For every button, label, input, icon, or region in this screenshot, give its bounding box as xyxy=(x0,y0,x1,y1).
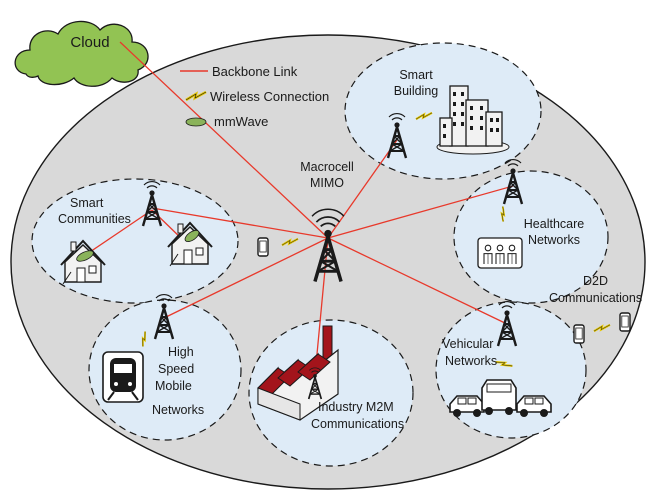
high-speed-label-2: Speed xyxy=(158,362,194,376)
backbone-links xyxy=(80,41,514,376)
cluster-smart-building xyxy=(344,42,542,180)
vehicular-label-2: Networks xyxy=(445,354,497,368)
cluster-healthcare xyxy=(453,170,609,304)
macrocell-label-line2: MIMO xyxy=(310,176,344,190)
smart-building-label-1: Smart xyxy=(399,68,433,82)
train-icon xyxy=(102,351,144,403)
smart-communities-label-1: Smart xyxy=(70,196,104,210)
legend-backbone-label: Backbone Link xyxy=(212,64,298,79)
high-speed-label-1: High xyxy=(168,345,194,359)
cloud-icon: Cloud xyxy=(14,20,149,87)
phone-icon xyxy=(619,312,631,332)
vehicular-label-1: Vehicular xyxy=(442,337,493,351)
legend: Backbone Link Wireless Connection mmWave xyxy=(180,64,329,129)
legend-mmwave-swatch xyxy=(185,117,207,127)
cloud-label: Cloud xyxy=(70,34,109,51)
building-icon xyxy=(436,85,510,155)
phone-icon xyxy=(257,237,269,257)
people-icon xyxy=(477,237,523,269)
cluster-high-speed xyxy=(88,299,242,441)
house-icon xyxy=(167,222,213,267)
phone-icon xyxy=(573,324,585,344)
d2d-label-1: D2D xyxy=(583,274,608,288)
industry-label-2: Communications xyxy=(311,417,404,431)
car-icon xyxy=(481,379,517,415)
macrocell-tower-icon xyxy=(311,208,345,284)
cluster-vehicular xyxy=(435,301,587,439)
house-icon xyxy=(60,240,106,285)
d2d-label-2: Communications xyxy=(549,291,642,305)
healthcare-label-2: Networks xyxy=(528,233,580,247)
legend-wireless-label: Wireless Connection xyxy=(210,89,329,104)
smart-communities-label-2: Communities xyxy=(58,212,131,226)
high-speed-label-4: Networks xyxy=(152,403,204,417)
high-speed-label-3: Mobile xyxy=(155,379,192,393)
macrocell-label-line1: Macrocell xyxy=(300,160,354,174)
legend-mmwave-label: mmWave xyxy=(214,114,268,129)
industry-label-1: Industry M2M xyxy=(318,400,394,414)
smart-building-label-2: Building xyxy=(394,84,439,98)
factory-icon xyxy=(257,325,339,421)
healthcare-label-1: Healthcare xyxy=(524,217,584,231)
